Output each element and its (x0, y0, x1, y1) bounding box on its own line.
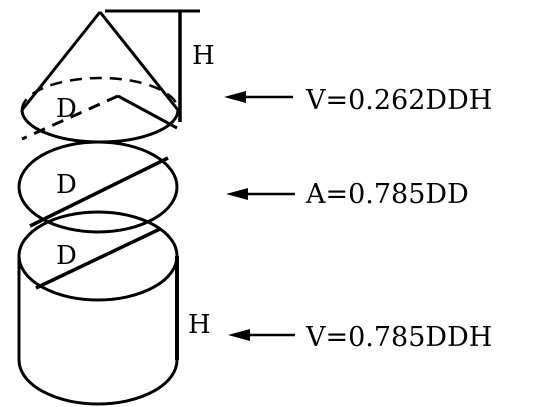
cone-diameter-label: D (56, 94, 77, 124)
arrow-cone-volume (224, 91, 293, 103)
cylinder-bottom (17, 359, 179, 406)
cone-diameter-dashed (21, 94, 119, 141)
circle-area-formula: A=0.785DD (305, 179, 469, 210)
cone-diameter-solid (117, 94, 178, 130)
arrow-cylinder-volume (228, 329, 295, 341)
cone-right-edge (98, 11, 180, 111)
cone-volume-formula: V=0.262DDH (305, 85, 492, 116)
disc-outline (17, 140, 179, 234)
cylinder-diameter (35, 227, 161, 290)
cylinder-top (17, 210, 179, 302)
cylinder-diameter-label: D (56, 241, 77, 271)
disc-diameter-label: D (56, 170, 77, 200)
disc-diameter (29, 156, 169, 228)
disc (17, 140, 179, 234)
arrow-circle-area (226, 188, 295, 200)
cone-base-back-dashed (20, 76, 180, 111)
cone (20, 11, 180, 144)
cylinder (17, 210, 179, 406)
cone-height-marker (105, 9, 200, 122)
cylinder-volume-formula: V=0.785DDH (305, 322, 492, 353)
cylinder-height-label: H (188, 310, 211, 340)
arrows (224, 91, 295, 341)
cone-height-label: H (192, 41, 215, 71)
